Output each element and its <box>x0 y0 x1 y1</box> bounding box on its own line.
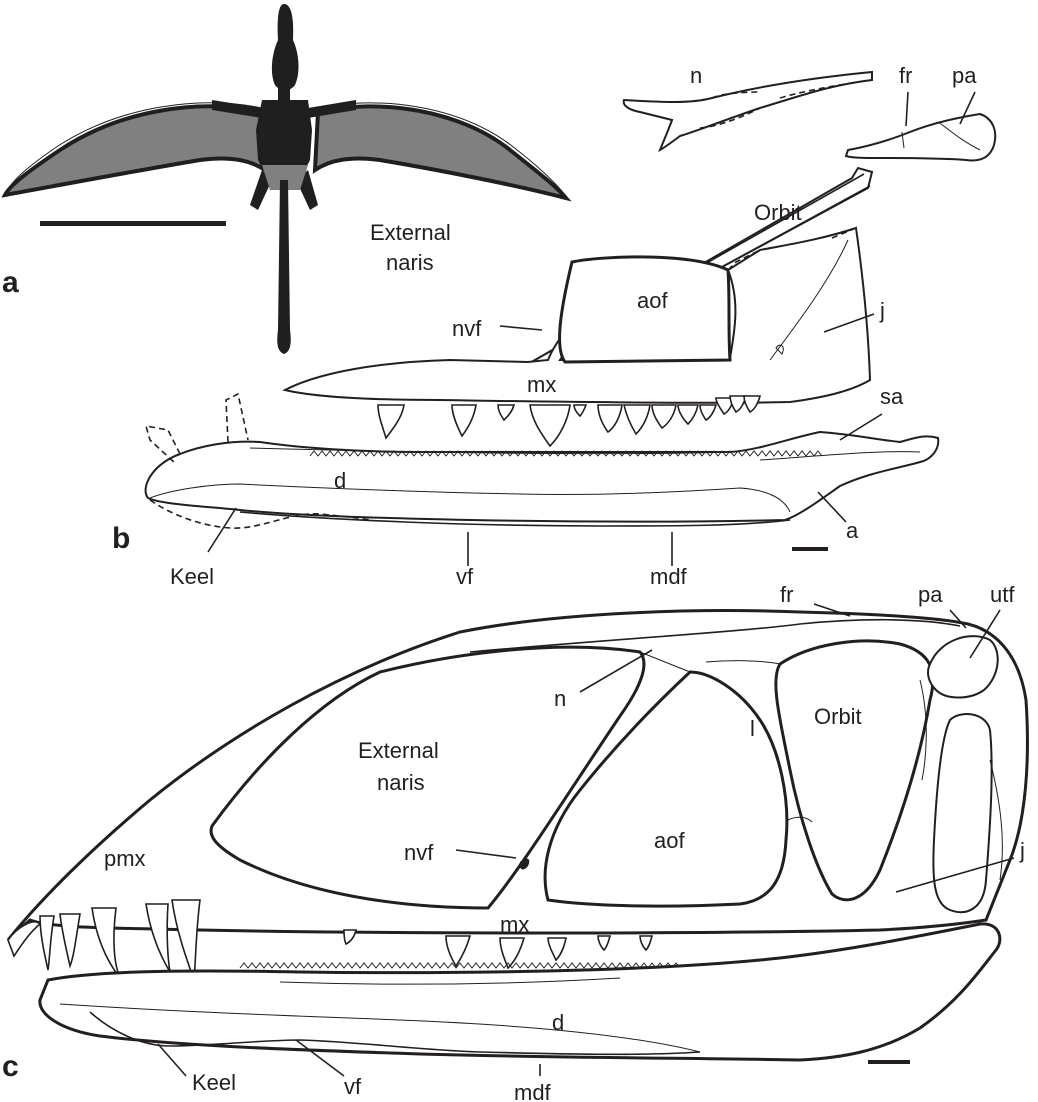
mandible-b <box>144 430 940 523</box>
neck <box>278 84 290 104</box>
label-nvf-c: nvf <box>404 840 434 865</box>
upper-teeth-c <box>7 899 654 981</box>
label-mx-b: mx <box>527 372 556 397</box>
label-vf-c: vf <box>344 1074 362 1099</box>
dentary-denticles-c <box>239 962 681 969</box>
label-utf-c: utf <box>990 582 1015 607</box>
crest-dashed-b <box>144 392 249 465</box>
label-fr-c: fr <box>780 582 793 607</box>
antorbital-fenestra-c <box>543 670 789 908</box>
leader-fr-isolated <box>905 91 909 127</box>
tail <box>277 180 291 354</box>
label-mdf-b: mdf <box>650 564 688 589</box>
label-pa-c: pa <box>918 582 943 607</box>
antorbital-fenestra-b <box>558 255 732 364</box>
scale-bar-b <box>792 547 828 551</box>
leader-keel-b <box>207 507 237 553</box>
label-d-b: d <box>334 468 346 493</box>
maxillary-teeth-b <box>377 395 762 448</box>
label-external-naris-c-1: External <box>358 738 439 763</box>
panel-label-a: a <box>2 266 19 299</box>
label-mx-c: mx <box>500 912 529 937</box>
skull-roof-line <box>469 618 961 653</box>
panel-a-silhouette: a <box>1 4 572 354</box>
mandible-c <box>38 922 1002 1062</box>
label-mdf-c: mdf <box>514 1080 552 1102</box>
label-keel-c: Keel <box>192 1070 236 1095</box>
right-wing <box>312 104 572 202</box>
arms <box>212 100 356 118</box>
leader-j-c <box>895 857 1015 893</box>
cranium-details <box>639 651 1003 881</box>
panel-label-c: c <box>2 1050 19 1083</box>
isolated-nasal-dashed <box>699 79 873 129</box>
mandible-inner-c <box>59 977 701 1053</box>
upper-temporal-fenestra <box>927 635 999 699</box>
jugal-detail-b <box>769 239 849 361</box>
label-orbit-c: Orbit <box>814 704 862 729</box>
mandible-inner-b <box>149 447 921 513</box>
label-orbit-b: Orbit <box>754 200 802 225</box>
panel-label-b: b <box>112 522 130 555</box>
scale-bar-a <box>40 221 226 226</box>
label-sa-b: sa <box>880 384 904 409</box>
orbit-c <box>774 639 935 902</box>
label-n-isolated: n <box>690 63 702 88</box>
scale-bar-c <box>868 1060 910 1064</box>
label-external-naris-c-2: naris <box>377 770 425 795</box>
label-a-b: a <box>846 518 859 543</box>
isolated-frontoparietal <box>844 112 997 162</box>
label-pmx-c: pmx <box>104 846 146 871</box>
label-keel-b: Keel <box>170 564 214 589</box>
leader-pa-c <box>949 609 967 629</box>
leader-utf-c <box>969 609 1001 659</box>
label-aof-c: aof <box>654 828 685 853</box>
label-nvf-b: nvf <box>452 316 482 341</box>
label-fr-isolated: fr <box>899 63 912 88</box>
isolated-nasal <box>622 70 873 153</box>
leader-vf-c <box>295 1039 345 1077</box>
leader-nvf-c <box>455 849 517 859</box>
torso <box>256 100 312 180</box>
isolated-frontoparietal-detail <box>901 121 981 151</box>
dentary-denticles-b <box>309 450 823 457</box>
label-external-naris-b-2: naris <box>386 250 434 275</box>
label-vf-b: vf <box>456 564 474 589</box>
leader-fr-c <box>813 603 851 617</box>
external-naris-c <box>209 645 646 910</box>
leader-keel-c <box>157 1043 187 1077</box>
label-aof-b: aof <box>637 288 668 313</box>
leader-j-b <box>823 313 875 333</box>
label-j-c: j <box>1019 838 1025 863</box>
label-external-naris-b-1: External <box>370 220 451 245</box>
right-wing-leading-edge <box>317 102 567 197</box>
uropatagium <box>262 165 308 190</box>
keel-dashed-b <box>149 499 371 529</box>
leader-pa-isolated <box>959 91 976 125</box>
leader-n-c <box>579 649 653 693</box>
leader-nvf-b <box>499 325 543 331</box>
label-l-c: l <box>750 716 755 741</box>
orbit-rim-b <box>727 227 857 271</box>
label-d-c: d <box>552 1010 564 1035</box>
left-wing <box>1 104 268 198</box>
leader-a-b <box>817 491 847 523</box>
label-j-b: j <box>879 298 885 323</box>
mandible-ventral-line-b <box>239 511 791 527</box>
panel-b-skull: n fr pa <box>112 63 997 589</box>
label-n-c: n <box>554 686 566 711</box>
label-pa-isolated: pa <box>952 63 977 88</box>
nvf-foramen-c <box>519 858 530 870</box>
panel-c-reconstruction: fr pa utf n l Orbit External naris pmx n… <box>2 582 1029 1102</box>
head <box>271 4 299 91</box>
leader-sa-b <box>839 413 883 441</box>
postorbital-bar <box>932 713 993 914</box>
